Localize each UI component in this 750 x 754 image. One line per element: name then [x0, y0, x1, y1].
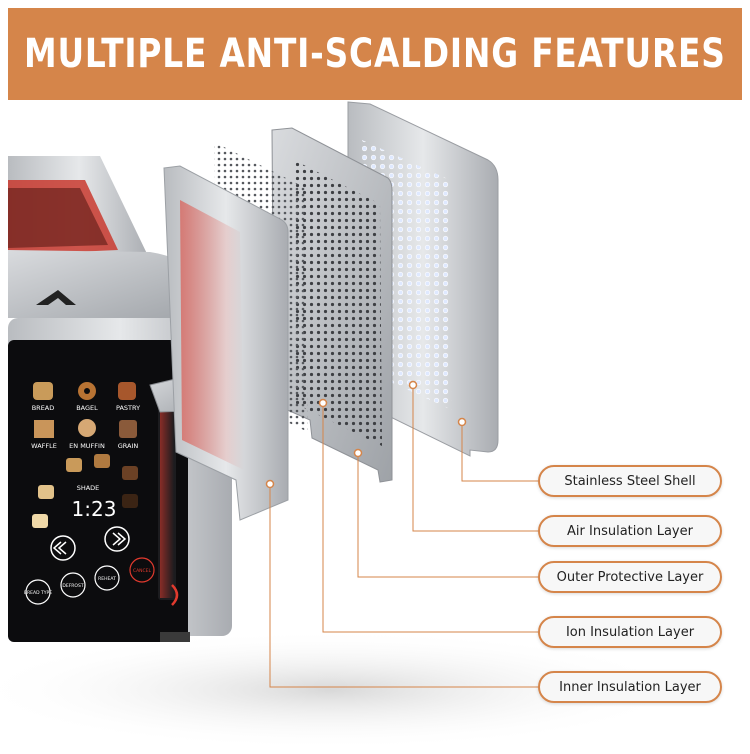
- banner-title: MULTIPLE ANTI-SCALDING FEATURES: [24, 31, 726, 77]
- exploded-view-illustration: BREAD BAGEL PASTRY WAFFLE EN MUFFIN GRAI…: [0, 101, 690, 750]
- reheat-button-label: REHEAT: [98, 576, 116, 582]
- callout-lines: [269, 385, 540, 688]
- lever-indicator-icon: [171, 584, 179, 606]
- label-air-insulation-layer: Air Insulation Layer: [538, 515, 722, 547]
- grain-button-label: GRAIN: [118, 442, 139, 450]
- label-outer-protective-layer: Outer Protective Layer: [538, 561, 722, 593]
- label-text: Stainless Steel Shell: [564, 473, 696, 489]
- bagel-button-label: BAGEL: [76, 404, 98, 412]
- label-text: Ion Insulation Layer: [565, 624, 695, 640]
- callout-dots: [265, 380, 467, 489]
- pastry-button-label: PASTRY: [116, 404, 140, 412]
- label-text: Air Insulation Layer: [567, 523, 693, 539]
- forward-icon: [112, 532, 127, 546]
- label-ion-insulation-layer: Ion Insulation Layer: [538, 616, 722, 648]
- label-text: Outer Protective Layer: [556, 569, 704, 585]
- bread-button-label: BREAD: [32, 404, 55, 412]
- title-banner: MULTIPLE ANTI-SCALDING FEATURES: [8, 8, 742, 100]
- control-panel: BREAD BAGEL PASTRY WAFFLE EN MUFFIN GRAI…: [24, 382, 179, 606]
- waffle-button-label: WAFFLE: [31, 442, 57, 450]
- defrost-button-label: DEFROST: [62, 583, 83, 589]
- label-stainless-steel-shell: Stainless Steel Shell: [538, 465, 722, 497]
- layer-inner-insulation: [163, 165, 289, 521]
- cancel-button-label: CANCEL: [133, 568, 152, 574]
- product-scene: BREAD BAGEL PASTRY WAFFLE EN MUFFIN GRAI…: [0, 100, 750, 750]
- bread-type-button-label: BREAD TYPE: [24, 590, 52, 596]
- shade-label: SHADE: [77, 484, 100, 492]
- time-display: 1:23: [72, 497, 117, 521]
- label-text: Inner Insulation Layer: [559, 679, 701, 695]
- en-muffin-button-label: EN MUFFIN: [69, 442, 105, 450]
- rewind-icon: [52, 541, 67, 555]
- label-inner-insulation-layer: Inner Insulation Layer: [538, 671, 722, 703]
